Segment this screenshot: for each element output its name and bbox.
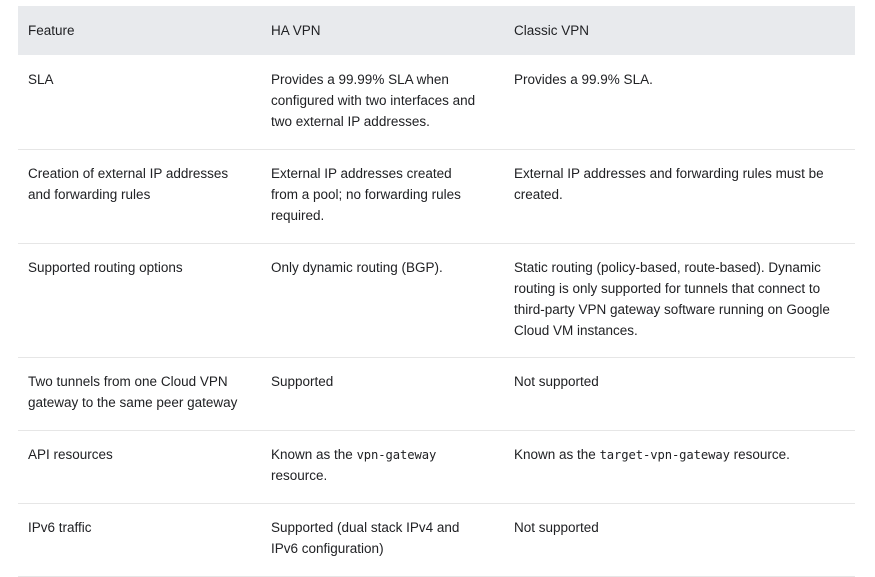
table-row: Two tunnels from one Cloud VPN gateway t… xyxy=(18,357,855,432)
table-row: API resources Known as the vpn-gateway r… xyxy=(18,430,855,505)
code-vpn-gateway: vpn-gateway xyxy=(356,448,437,463)
column-header-feature: Feature xyxy=(18,6,261,56)
cell-classic-vpn: Static routing (policy-based, route-base… xyxy=(504,243,855,359)
table-header: Feature HA VPN Classic VPN xyxy=(18,6,855,56)
table-row: Creation of external IP addresses and fo… xyxy=(18,149,855,244)
table-row: IPv6 traffic Supported (dual stack IPv4 … xyxy=(18,503,855,577)
column-header-classic-vpn: Classic VPN xyxy=(504,6,855,56)
cell-feature: Two tunnels from one Cloud VPN gateway t… xyxy=(18,357,261,432)
cell-ha-vpn: Supported (dual stack IPv4 and IPv6 conf… xyxy=(261,503,504,577)
cell-classic-vpn: Known as the target-vpn-gateway resource… xyxy=(504,430,855,505)
cell-classic-vpn: Provides a 99.9% SLA. xyxy=(504,55,855,150)
text-prefix: Known as the xyxy=(514,447,600,463)
cell-feature: Supported routing options xyxy=(18,243,261,359)
cell-ha-vpn: Known as the vpn-gateway resource. xyxy=(261,430,504,505)
text-suffix: resource. xyxy=(729,447,790,463)
cell-feature: API resources xyxy=(18,430,261,505)
cell-feature: IPv6 traffic xyxy=(18,503,261,577)
table-row: Supported routing options Only dynamic r… xyxy=(18,243,855,359)
cell-ha-vpn: Only dynamic routing (BGP). xyxy=(261,243,504,359)
cell-ha-vpn: Supported xyxy=(261,357,504,432)
code-target-vpn-gateway: target-vpn-gateway xyxy=(599,448,730,463)
cell-classic-vpn: External IP addresses and forwarding rul… xyxy=(504,149,855,244)
text-prefix: Known as the xyxy=(271,447,357,463)
cell-classic-vpn: Not supported xyxy=(504,357,855,432)
comparison-table-wrapper: Feature HA VPN Classic VPN SLA Provides … xyxy=(18,6,855,577)
cell-feature: SLA xyxy=(18,55,261,150)
ha-vpn-vs-classic-vpn-comparison-table: Feature HA VPN Classic VPN SLA Provides … xyxy=(18,6,855,577)
cell-classic-vpn: Not supported xyxy=(504,503,855,577)
table-row: SLA Provides a 99.99% SLA when configure… xyxy=(18,55,855,150)
cell-feature: Creation of external IP addresses and fo… xyxy=(18,149,261,244)
text-suffix: resource. xyxy=(271,468,328,484)
table-body: SLA Provides a 99.99% SLA when configure… xyxy=(18,55,855,577)
table-header-row: Feature HA VPN Classic VPN xyxy=(18,6,855,56)
column-header-ha-vpn: HA VPN xyxy=(261,6,504,56)
cell-ha-vpn: Provides a 99.99% SLA when configured wi… xyxy=(261,55,504,150)
cell-ha-vpn: External IP addresses created from a poo… xyxy=(261,149,504,244)
